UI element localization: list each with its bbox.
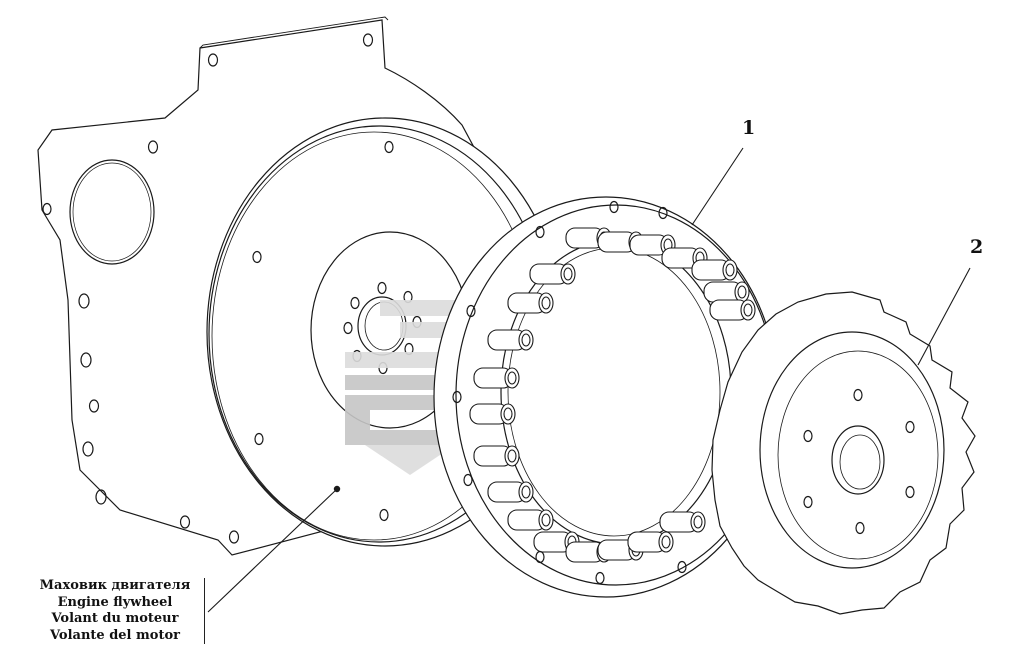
leader-flywheel (207, 488, 338, 613)
label-french: Volant du moteur (51, 611, 179, 626)
ring-bolt-holes (452, 200, 757, 585)
label-bracket-line (204, 578, 206, 644)
flywheel-label: Маховик двигателя Engine flywheel Volant… (30, 578, 200, 644)
hub-bolt-holes (803, 388, 915, 535)
leader-part-1 (691, 147, 744, 226)
coupling-ring-part-1 (433, 196, 779, 598)
coupling-pins (469, 227, 756, 563)
leader-part-2 (917, 267, 971, 366)
label-spanish: Volante del motor (50, 627, 180, 643)
label-english: Engine flywheel (57, 594, 173, 610)
callout-part-1: 1 (742, 117, 756, 139)
label-russian: Маховик двигателя (39, 578, 191, 593)
sprocket-hub-part-2 (711, 291, 976, 615)
housing-bolt-holes (42, 33, 531, 544)
callout-part-2: 2 (970, 236, 984, 258)
leader-lines (207, 147, 971, 613)
